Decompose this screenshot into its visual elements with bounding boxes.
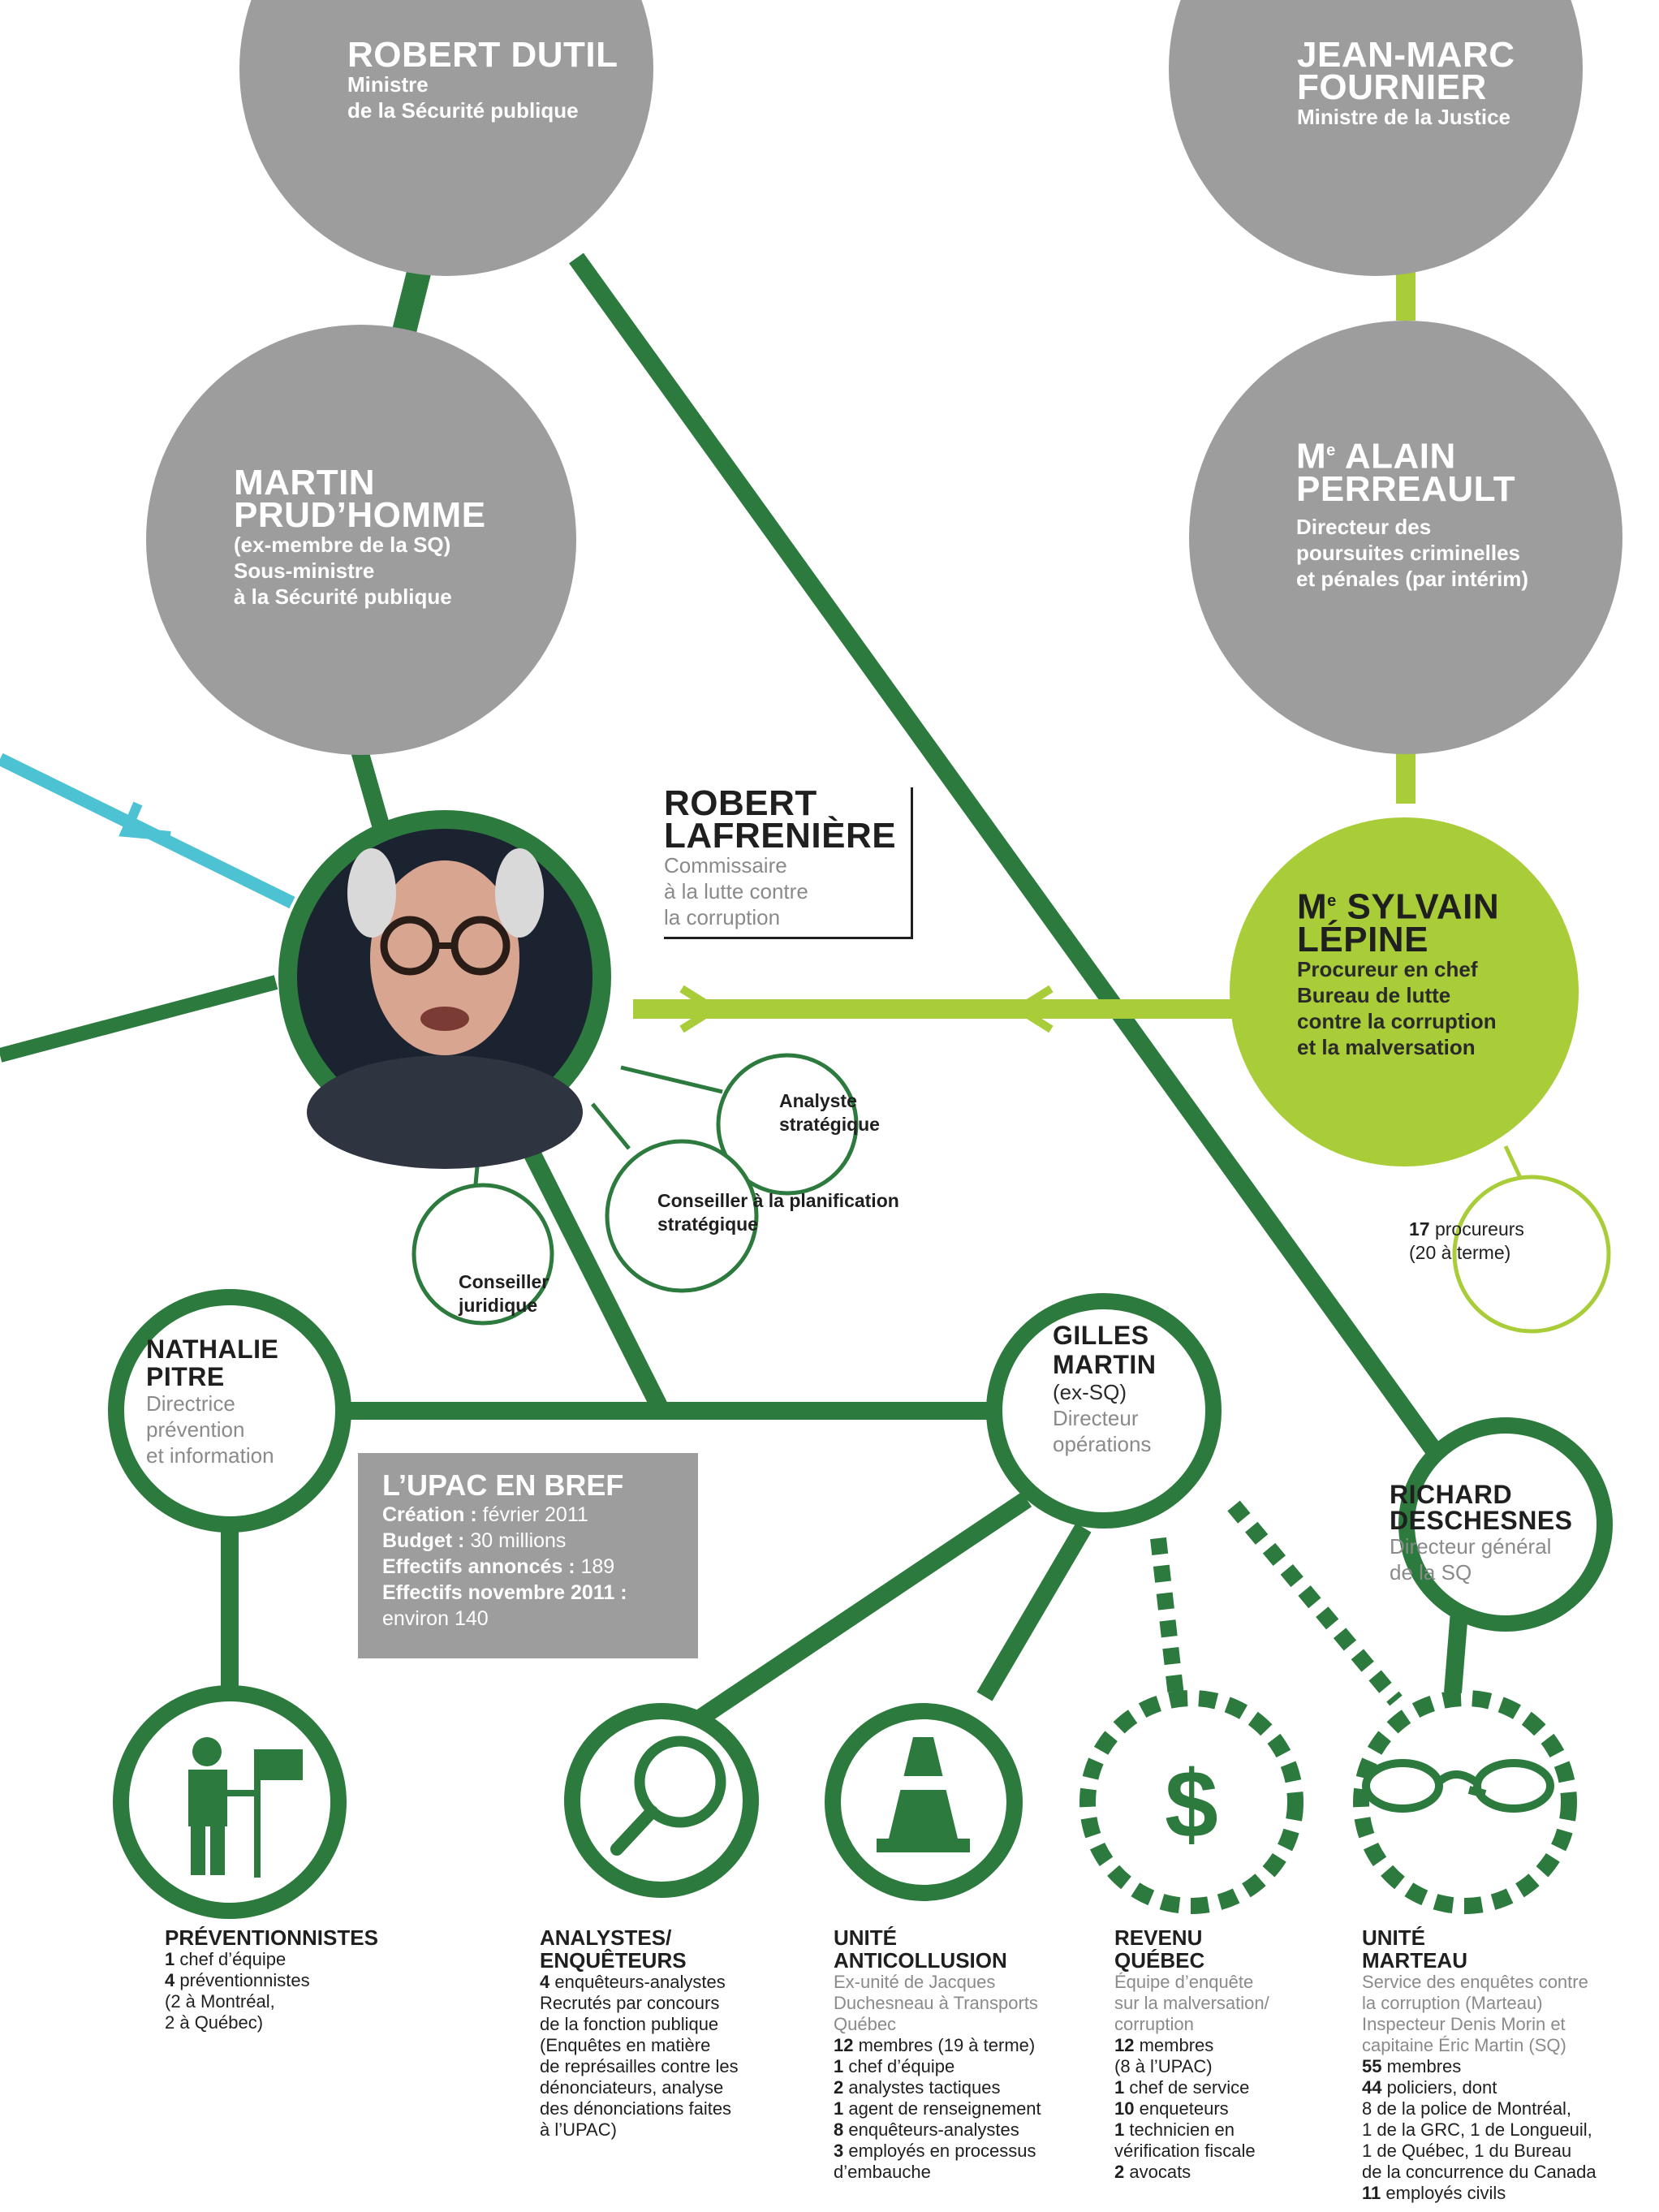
- circle-deschesnes: [1398, 1417, 1613, 1632]
- magnifier-icon: [610, 1736, 726, 1856]
- photo-mouth: [420, 1007, 469, 1031]
- lepine-line-3: contre la corruption: [1297, 1008, 1497, 1033]
- perreault-line-3: et pénales (par intérim): [1296, 566, 1529, 591]
- lepine-line-1: Procureur en chef: [1297, 956, 1478, 981]
- name-perreault-1: Me ALAIN: [1296, 436, 1456, 476]
- perreault-line-2: poursuites criminelles: [1296, 540, 1520, 565]
- circle-fournier: [1169, 0, 1583, 276]
- bref-row-2: Budget : 30 millions: [382, 1529, 567, 1552]
- lepine-line-2: Bureau de lutte: [1297, 982, 1451, 1007]
- circle-revenu: [1079, 1690, 1304, 1914]
- circle-dutil: [239, 0, 653, 276]
- name-lepine-1: Me SYLVAIN: [1297, 886, 1500, 927]
- name-perreault-2: PERREAULT: [1296, 468, 1516, 509]
- label-fournier: JEAN-MARC FOURNIER Ministre de la Justic…: [1297, 35, 1515, 130]
- connector-gmartin-anticollusion: [976, 1523, 1092, 1701]
- dutil-line-1: Ministre: [347, 72, 429, 97]
- photo-jacket: [307, 1055, 583, 1169]
- circle-marteau: [1353, 1690, 1577, 1914]
- lafreniere-line-2: à la lutte contre: [664, 879, 808, 903]
- circle-prudhomme: [146, 325, 576, 755]
- circle-analystes: [564, 1703, 759, 1898]
- prudhomme-line-2: Sous-ministre: [234, 558, 375, 583]
- prudhomme-line-3: à la Sécurité publique: [234, 584, 452, 609]
- label-procureurs: 17 procureurs (20 à terme): [1409, 1218, 1524, 1263]
- name-lafreniere-2: LAFRENIÈRE: [664, 816, 897, 856]
- name-lafreniere-1: ROBERT: [664, 783, 817, 823]
- circle-lepine: [1230, 817, 1579, 1166]
- upac-en-bref-box: L’UPAC EN BREF Création : février 2011 B…: [358, 1453, 698, 1658]
- bref-row-3: Effectifs annoncés : 189: [382, 1555, 615, 1578]
- dutil-line-2: de la Sécurité publique: [347, 98, 579, 123]
- bref-row-4: Effectifs novembre 2011 :: [382, 1581, 627, 1604]
- label-perreault: Me ALAIN PERREAULT Directeur des poursui…: [1296, 434, 1528, 592]
- connector-dutil-deschesnes: [569, 252, 1456, 1477]
- circle-gmartin: [986, 1293, 1222, 1529]
- connector-gmartin-marteau: [1227, 1500, 1403, 1706]
- prudhomme-line-1: (ex-membre de la SQ): [234, 533, 451, 557]
- lepine-line-4: et la malversation: [1297, 1034, 1476, 1059]
- unit-anticollusion-text: UNITÉ ANTICOLLUSION Ex-unité de Jacques …: [834, 1925, 1041, 2182]
- name-prudhomme-2: PRUD’HOMME: [234, 495, 486, 535]
- label-prudhomme: MARTIN PRUD’HOMME (ex-membre de la SQ) S…: [234, 463, 486, 610]
- connector-lafreniere-down: [524, 1149, 670, 1415]
- dollar-icon: $: [1165, 1751, 1218, 1858]
- name-fournier-1: JEAN-MARC: [1297, 35, 1515, 75]
- connector-prudhomme-lafreniere: [351, 748, 390, 831]
- photo-hair-left: [347, 848, 396, 938]
- label-conseiller-planification: Conseiller à la planification stratégiqu…: [657, 1190, 899, 1235]
- handcuffs-icon: [1362, 1759, 1554, 1813]
- name-lepine-2: LÉPINE: [1297, 919, 1428, 959]
- label-lepine: Me SYLVAIN LÉPINE Procureur en chef Bure…: [1297, 885, 1499, 1060]
- cyan-arrow-head: [118, 801, 171, 841]
- name-dutil: ROBERT DUTIL: [347, 35, 618, 75]
- person-flag-icon: [188, 1737, 303, 1878]
- bref-row-5: environ 140: [382, 1607, 489, 1630]
- lime-arrow-right: [679, 985, 722, 1033]
- circle-pitre: [108, 1289, 351, 1533]
- bref-row-1: Création : février 2011: [382, 1503, 588, 1526]
- label-dutil: ROBERT DUTIL Ministre de la Sécurité pub…: [347, 35, 618, 123]
- perreault-line-1: Directeur des: [1296, 514, 1432, 539]
- name-fournier-2: FOURNIER: [1297, 67, 1487, 107]
- fournier-line-1: Ministre de la Justice: [1297, 105, 1510, 129]
- unit-analystes-text: ANALYSTES/ ENQUÊTEURS 4 enquêteurs-analy…: [540, 1925, 739, 2140]
- lafreniere-line-3: la corruption: [664, 905, 781, 929]
- circle-analyste: [716, 1053, 859, 1196]
- circle-preventionnistes: [113, 1685, 347, 1919]
- bref-title: L’UPAC EN BREF: [382, 1468, 624, 1502]
- connector-laf-conseiller-plan: [591, 1102, 631, 1150]
- circle-conseiller-jur: [412, 1183, 554, 1326]
- lime-arrow-left: [1010, 985, 1054, 1033]
- label-gmartin: GILLES MARTIN (ex-SQ) Directeur opératio…: [1053, 1321, 1157, 1456]
- circle-procureurs: [1452, 1175, 1611, 1334]
- unit-marteau-text: UNITÉ MARTEAU Service des enquêtes contr…: [1362, 1925, 1597, 2203]
- connector-gmartin-revenu: [1150, 1537, 1185, 1705]
- unit-preventionnistes-text: PRÉVENTIONNISTES 1 chef d’équipe 4 préve…: [165, 1925, 378, 2033]
- connector-gmartin-analystes: [696, 1491, 1032, 1725]
- label-conseiller-juridique: Conseiller juridique: [459, 1271, 549, 1316]
- label-analyste-strategique: Analyste stratégique: [779, 1090, 880, 1135]
- connector-left-green: [0, 975, 278, 1063]
- name-prudhomme-1: MARTIN: [234, 463, 376, 502]
- unit-revenu-text: REVENU QUÉBEC Équipe d’enquête sur la ma…: [1114, 1925, 1269, 2182]
- label-lafreniere: ROBERT LAFRENIÈRE Commissaire à la lutte…: [664, 783, 914, 939]
- label-deschesnes: RICHARD DESCHESNES Directeur général de …: [1390, 1480, 1573, 1585]
- traffic-cone-icon: [877, 1737, 970, 1852]
- label-pitre: NATHALIE PITRE Directrice prévention et …: [146, 1335, 279, 1468]
- photo-face: [370, 860, 519, 1055]
- connector-laf-analyste: [620, 1065, 723, 1094]
- circle-perreault: [1189, 321, 1622, 754]
- photo-hair-right: [495, 848, 544, 938]
- circle-conseiller-plan: [605, 1139, 759, 1293]
- lafreniere-line-1: Commissaire: [664, 853, 787, 877]
